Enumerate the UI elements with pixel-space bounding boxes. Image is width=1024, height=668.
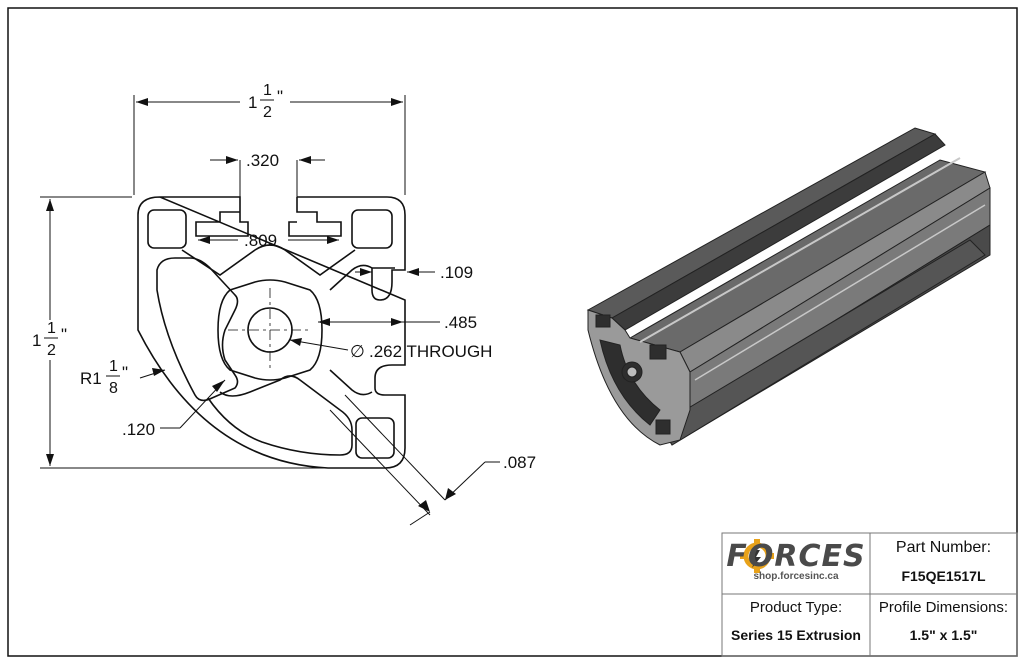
- dim-height-den: 2: [47, 342, 56, 359]
- dim-web: .087: [503, 453, 536, 472]
- dim-center: .485: [444, 313, 477, 332]
- logo-url: shop.forcesinc.ca: [753, 571, 839, 582]
- dimension-labels: 1 1 2 " 1 1 2 " .320 .809 .109 .485 ∅ .2…: [32, 82, 536, 472]
- dim-width-whole: 1: [248, 93, 257, 112]
- part-number-label: Part Number:: [895, 539, 992, 556]
- dim-height-unit: ": [61, 325, 67, 344]
- profile-dimensions-cell: Profile Dimensions: 1.5" x 1.5": [870, 594, 1017, 656]
- extrusion-3d-view: [586, 127, 991, 446]
- profile-dimensions-value: 1.5" x 1.5": [909, 627, 978, 643]
- dim-radius-unit: ": [122, 363, 128, 382]
- dim-slot: .320: [246, 151, 279, 170]
- dim-radius-num: 1: [109, 358, 118, 375]
- gear-icon: [740, 539, 774, 573]
- dim-hole-symbol: ∅: [350, 342, 365, 361]
- title-block-grid: [721, 532, 1018, 657]
- dim-hole: .262 THROUGH: [369, 342, 492, 361]
- part-number-cell: Part Number: F15QE1517L: [870, 533, 1017, 594]
- center-lines: [228, 288, 312, 372]
- dim-inner: .809: [244, 231, 277, 250]
- dim-width-den: 2: [263, 104, 272, 121]
- dim-radius-prefix: R1: [80, 369, 102, 388]
- part-number-value: F15QE1517L: [901, 568, 986, 584]
- sheet-border: [7, 7, 1018, 657]
- logo-word: FORCES: [726, 539, 866, 574]
- product-type-label: Product Type:: [749, 599, 843, 616]
- dim-lip: .109: [440, 263, 473, 282]
- dimension-arrows: [46, 98, 456, 512]
- dim-height-whole: 1: [32, 331, 41, 350]
- dim-width-unit: ": [277, 87, 283, 106]
- forces-logo: FORCES shop.forcesinc.ca: [722, 533, 870, 594]
- profile-dimensions-label: Profile Dimensions:: [878, 599, 1009, 616]
- dim-wall: .120: [122, 420, 155, 439]
- dim-radius-den: 8: [109, 380, 118, 397]
- dim-width-num: 1: [263, 82, 272, 99]
- dim-height-num: 1: [47, 320, 56, 337]
- product-type-cell: Product Type: Series 15 Extrusion: [722, 594, 870, 656]
- product-type-value: Series 15 Extrusion: [731, 627, 861, 643]
